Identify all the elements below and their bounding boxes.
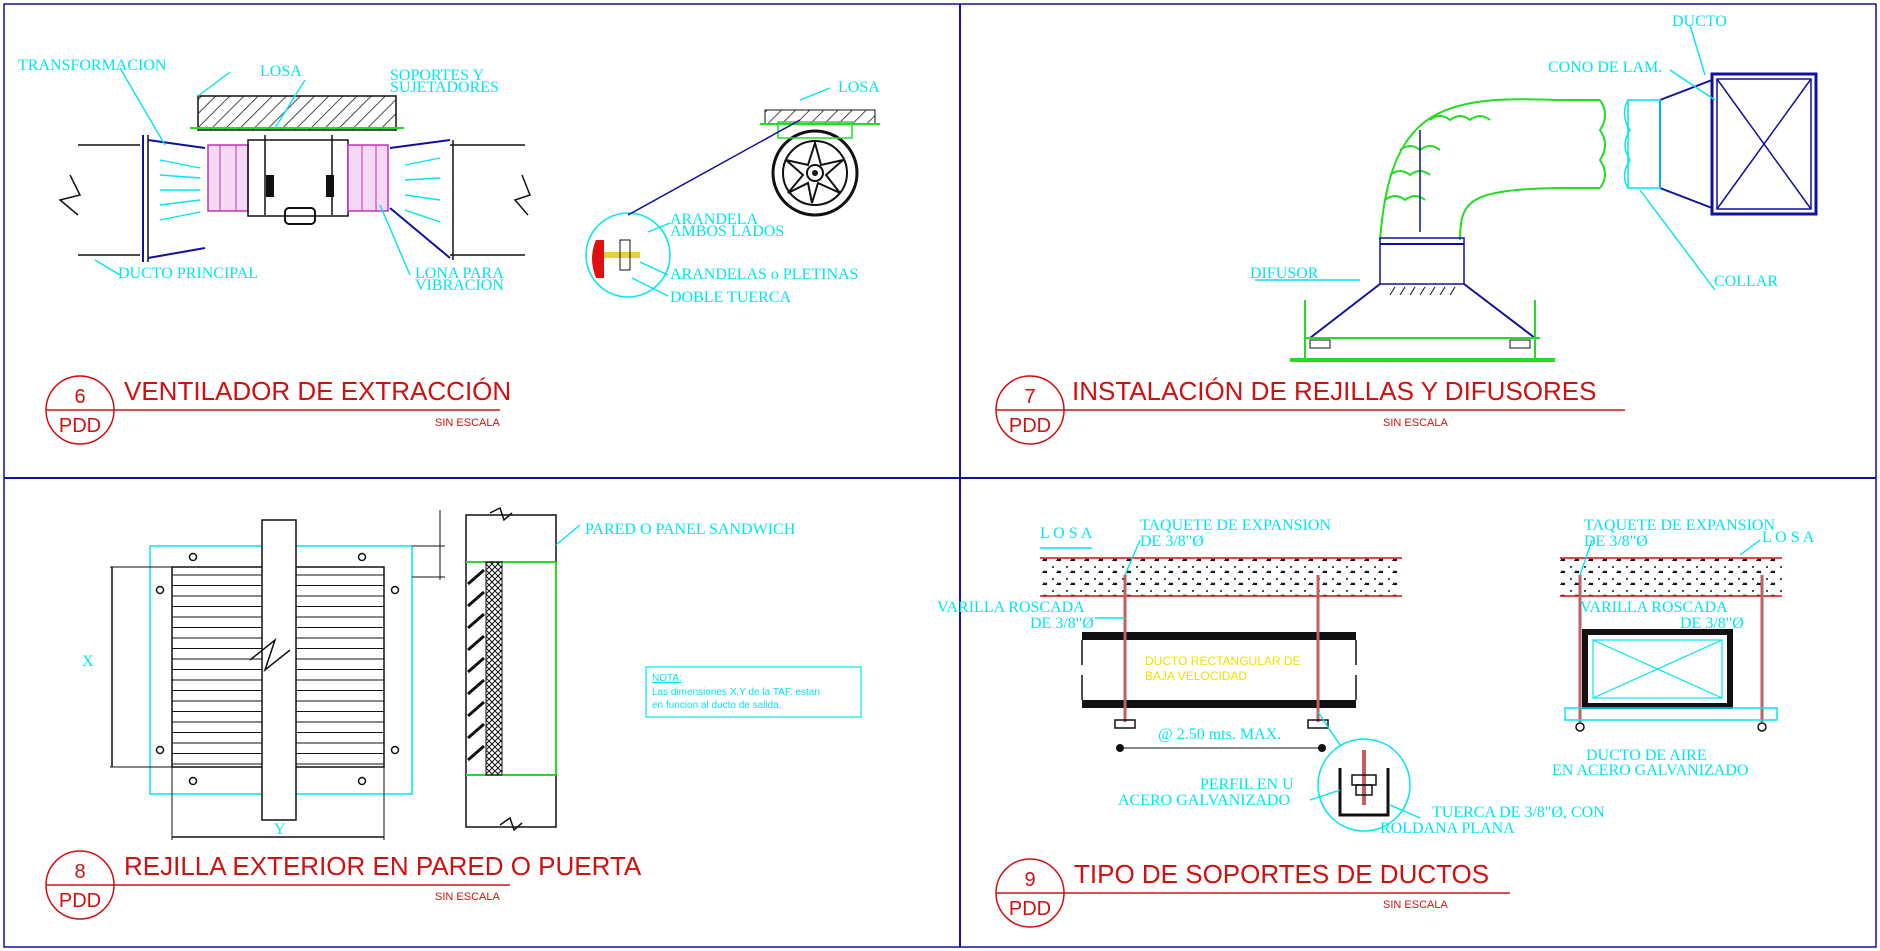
duct-support-long: [1040, 539, 1421, 832]
duct-support-section: [1560, 539, 1782, 732]
label-tuerca: TUERCA DE 3/8"Ø, CON: [1432, 804, 1605, 821]
panel-soportes-ductos: L O S A TAQUETE DE EXPANSION DE 3/8"Ø VA…: [937, 517, 1815, 928]
panel-9-labels: L O S A TAQUETE DE EXPANSION DE 3/8"Ø VA…: [937, 517, 1815, 837]
detail-code: PDD: [59, 415, 101, 437]
diffuser-drawing: [1255, 24, 1818, 362]
label-ambos-lados: AMBOS LADOS: [670, 223, 784, 240]
label-roldana-plana: ROLDANA PLANA: [1380, 820, 1515, 837]
label-dimension-x: X: [82, 653, 94, 670]
sheet-frame: [3, 3, 1877, 948]
detail-title: INSTALACIÓN DE REJILLAS Y DIFUSORES: [1072, 376, 1596, 406]
detail-scale: SIN ESCALA: [435, 891, 500, 903]
label-difusor: DIFUSOR: [1250, 265, 1319, 282]
grille-blade: [467, 678, 485, 696]
label-spacing: @ 2.50 mts. MAX.: [1158, 726, 1281, 743]
detail-number: 7: [1024, 386, 1035, 408]
note-line-1: Las dimensiones X,Y de la TAF. estan: [652, 687, 820, 698]
label-taquete-right: TAQUETE DE EXPANSION: [1584, 517, 1775, 534]
panel-ventilador-extraccion: TRANSFORMACION LOSA SOPORTES Y SUJETADOR…: [18, 57, 880, 445]
label-taquete-right-size: DE 3/8"Ø: [1584, 533, 1648, 550]
note-line-2: en funcion al ducto de salida.: [652, 700, 782, 711]
label-losa-section: LOSA: [838, 79, 880, 96]
label-baja-velocidad: BAJA VELOCIDAD: [1145, 669, 1247, 683]
label-ducto: DUCTO: [1672, 13, 1727, 30]
label-arandelas-pletinas: ARANDELAS o PLETINAS: [670, 266, 858, 283]
label-collar: COLLAR: [1714, 273, 1778, 290]
grille-blade: [467, 612, 485, 630]
detail-title: VENTILADOR DE EXTRACCIÓN: [124, 376, 511, 406]
grille-blade: [467, 722, 485, 740]
title-block-8: 8 PDD REJILLA EXTERIOR EN PARED O PUERTA…: [45, 850, 642, 920]
title-block-6: 6 PDD VENTILADOR DE EXTRACCIÓN SIN ESCAL…: [45, 375, 511, 445]
detail-title: REJILLA EXTERIOR EN PARED O PUERTA: [124, 851, 642, 881]
label-transformacion: TRANSFORMACION: [18, 57, 167, 74]
grille-blade: [467, 590, 485, 608]
detail-number: 8: [74, 861, 85, 883]
note-title: NOTA:: [652, 673, 682, 684]
label-cono-de-lam: CONO DE LAM.: [1548, 59, 1662, 76]
grille-elevation: [110, 510, 445, 840]
label-varilla-size: DE 3/8"Ø: [1030, 615, 1094, 632]
panel-7-labels: DUCTO CONO DE LAM. DIFUSOR COLLAR: [1250, 13, 1778, 290]
label-taquete-size: DE 3/8"Ø: [1140, 533, 1204, 550]
panel-6-labels: TRANSFORMACION LOSA SOPORTES Y SUJETADOR…: [18, 57, 880, 306]
label-varilla-right-size: DE 3/8"Ø: [1680, 615, 1744, 632]
note-box: NOTA: Las dimensiones X,Y de la TAF. est…: [645, 666, 862, 718]
grille-blade: [467, 700, 485, 718]
label-ducto-principal: DUCTO PRINCIPAL: [118, 265, 258, 282]
detail-scale: SIN ESCALA: [435, 417, 500, 429]
label-ducto-de-aire: DUCTO DE AIRE: [1586, 747, 1707, 764]
title-block-7: 7 PDD INSTALACIÓN DE REJILLAS Y DIFUSORE…: [995, 375, 1625, 445]
label-losa-right: L O S A: [1762, 529, 1815, 546]
label-varilla: VARILLA ROSCADA: [937, 599, 1085, 616]
grille-section: [465, 506, 581, 832]
label-acero-galvanizado-right: EN ACERO GALVANIZADO: [1552, 762, 1748, 779]
detail-code: PDD: [1009, 898, 1051, 920]
panel-8-labels: PARED O PANEL SANDWICH X Y: [82, 521, 796, 838]
fan-section-drawing: [585, 87, 880, 298]
label-soportes: SOPORTES Y: [390, 67, 484, 84]
label-losa: L O S A: [1040, 525, 1093, 542]
label-sujetadores: SUJETADORES: [390, 79, 499, 96]
label-acero-galvanizado: ACERO GALVANIZADO: [1118, 792, 1290, 809]
label-vibracion: VIBRACION: [415, 277, 504, 294]
grille-blade: [467, 656, 485, 674]
label-dimension-y: Y: [274, 821, 286, 838]
grille-blades: [467, 568, 485, 762]
label-varilla-right: VARILLA ROSCADA: [1580, 599, 1728, 616]
grille-blade: [467, 634, 485, 652]
label-ducto-rectangular: DUCTO RECTANGULAR DE: [1145, 654, 1301, 668]
label-taquete: TAQUETE DE EXPANSION: [1140, 517, 1331, 534]
fan-inline-drawing: [58, 67, 531, 276]
label-losa: LOSA: [260, 63, 302, 80]
detail-code: PDD: [59, 890, 101, 912]
grille-blade: [467, 744, 485, 762]
detail-scale: SIN ESCALA: [1383, 899, 1448, 911]
label-lona-para: LONA PARA: [415, 265, 504, 282]
label-pared-panel: PARED O PANEL SANDWICH: [585, 521, 796, 538]
detail-code: PDD: [1009, 415, 1051, 437]
grille-blade: [467, 568, 485, 586]
detail-scale: SIN ESCALA: [1383, 417, 1448, 429]
panel-rejillas-difusores: DUCTO CONO DE LAM. DIFUSOR COLLAR 7 PDD …: [995, 13, 1818, 445]
label-arandela: ARANDELA: [670, 211, 758, 228]
panel-rejilla-exterior: NOTA: Las dimensiones X,Y de la TAF. est…: [45, 506, 862, 920]
detail-number: 6: [74, 386, 85, 408]
detail-number: 9: [1024, 869, 1035, 891]
title-block-9: 9 PDD TIPO DE SOPORTES DE DUCTOS SIN ESC…: [995, 858, 1510, 928]
label-perfil-u: PERFIL EN U: [1200, 776, 1294, 793]
label-doble-tuerca: DOBLE TUERCA: [670, 289, 791, 306]
detail-title: TIPO DE SOPORTES DE DUCTOS: [1074, 859, 1489, 889]
